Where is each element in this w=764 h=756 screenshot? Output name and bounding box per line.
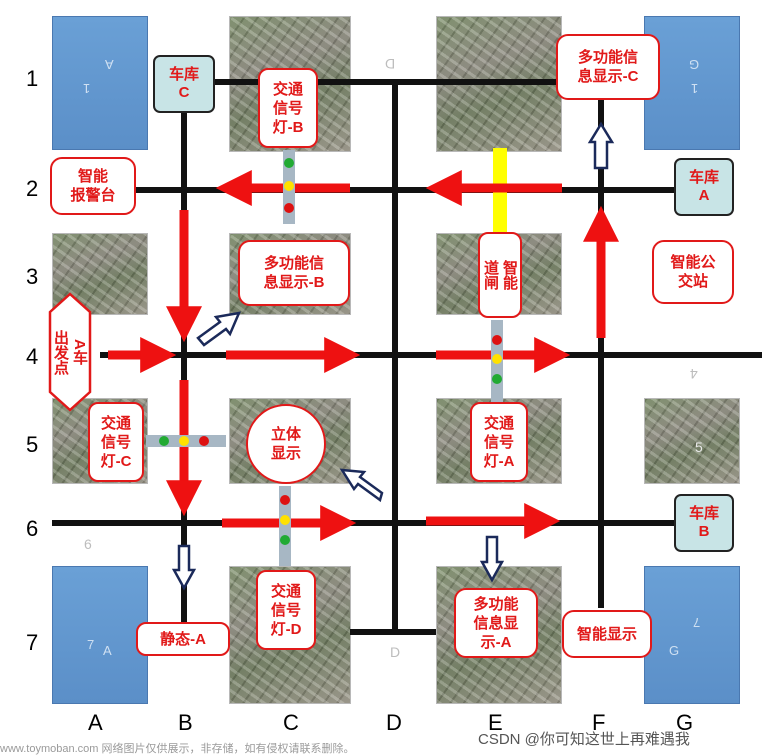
faint-label: A [103, 643, 112, 658]
col-label-d: D [386, 710, 402, 735]
garage-b[interactable]: 车库 B [674, 494, 734, 552]
col-label-e: E [488, 710, 503, 735]
water-tile-g7: G 7 [644, 566, 740, 704]
garage-c[interactable]: 车库 C [153, 55, 215, 113]
outline-arrow-diagonal [196, 311, 242, 347]
smart-gate-label: 智能 道闸 [478, 232, 522, 318]
outline-arrow-down [171, 544, 197, 591]
water-tile-g1: G 1 [644, 16, 740, 150]
faint-label: 7 [87, 637, 95, 652]
traffic-light-c [146, 435, 226, 447]
faint-label-6: 6 [84, 536, 92, 552]
traffic-light-d [279, 486, 291, 566]
traffic-light-d-label: 交通 信号 灯-D [256, 570, 316, 650]
smart-alarm-label: 智能 报警台 [50, 157, 136, 215]
row-label-4: 4 [26, 344, 39, 369]
traffic-light-a [491, 320, 503, 402]
col-label-f: F [592, 710, 606, 735]
traffic-light-b-label: 交通 信号 灯-B [258, 68, 318, 148]
author-credit: CSDN @你可知这世上再难遇我 [478, 731, 690, 748]
smart-bus-stop-label: 智能公 交站 [652, 240, 734, 304]
faint-label: G [669, 643, 680, 658]
stereo-display-label: 立体 显示 [246, 404, 326, 484]
start-point-label: A车 出发点 [52, 329, 88, 375]
watermark-text: www.toymoban.com 网络图片仅供展示，非存储，如有侵权请联系删除。 [0, 743, 355, 755]
col-label-c: C [283, 710, 299, 735]
col-label-g: G [676, 710, 694, 735]
faint-label-d-top: D [385, 56, 396, 72]
col-label-a: A [88, 710, 103, 735]
city-tile-g5: 5 [644, 398, 740, 484]
faint-label-d-bottom: D [390, 644, 401, 660]
outline-arrow-down [479, 535, 505, 583]
faint-label: 5 [695, 439, 703, 455]
info-display-a-label: 多功能 信息显 示-A [454, 588, 538, 658]
info-display-c-label: 多功能信 息显示-C [556, 34, 660, 100]
faint-label-4: 4 [690, 366, 698, 382]
row-label-3: 3 [26, 264, 39, 289]
row-label-5: 5 [26, 432, 39, 457]
row-label-7: 7 [26, 630, 39, 655]
row-label-2: 2 [26, 176, 39, 201]
row-label-6: 6 [26, 516, 39, 541]
traffic-light-b [283, 150, 295, 224]
row-label-1: 1 [26, 66, 39, 91]
col-label-b: B [178, 710, 193, 735]
water-tile-a1: A 1 [52, 16, 148, 150]
water-tile-a7: 7 A [52, 566, 148, 704]
outline-arrow-diagonal [339, 468, 384, 503]
smart-display-label: 智能显示 [562, 610, 652, 658]
garage-a[interactable]: 车库 A [674, 158, 734, 216]
traffic-light-c-label: 交通 信号 灯-C [88, 402, 144, 482]
outline-arrow-up [587, 121, 615, 170]
traffic-light-a-label: 交通 信号 灯-A [470, 402, 528, 482]
static-display-a-label: 静态-A [136, 622, 230, 656]
info-display-b-label: 多功能信 息显示-B [238, 240, 350, 306]
start-point-shape [48, 292, 92, 412]
